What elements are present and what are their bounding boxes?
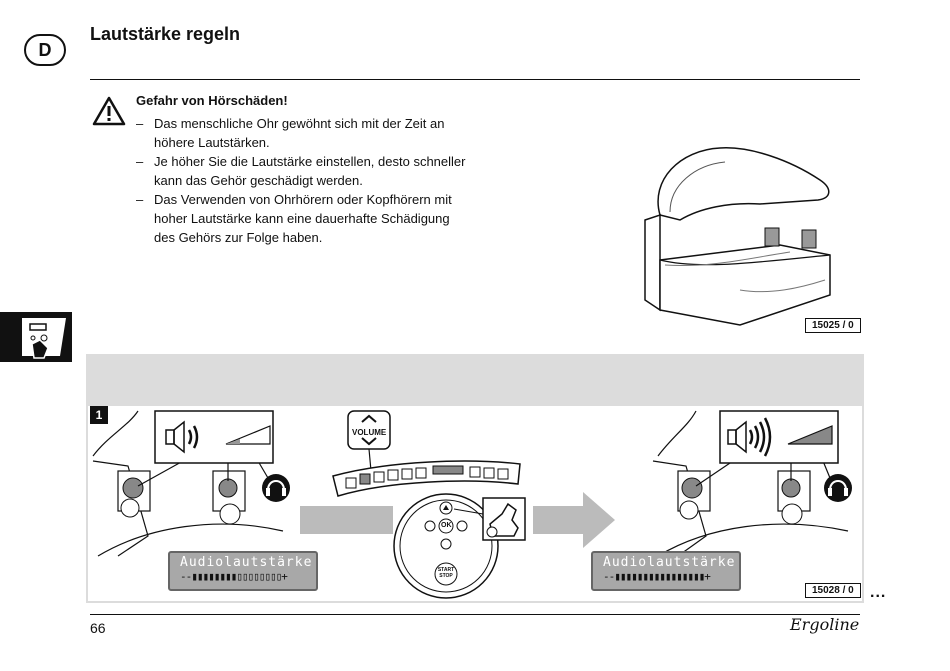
bullet-dash: – bbox=[136, 116, 144, 131]
warning-bullet: – Das menschliche Ohr gewöhnt sich mit d… bbox=[136, 114, 476, 152]
lcd-volume-bar: --▮▮▮▮▮▮▮▮▯▯▯▯▯▯▯▯+ bbox=[180, 570, 288, 583]
stop-label: STOP bbox=[439, 573, 453, 579]
ok-button-label: OK bbox=[441, 522, 452, 529]
start-stop-button-label: START STOP bbox=[437, 567, 455, 579]
volume-step-illustration bbox=[92, 410, 852, 599]
warning-bullet: – Je höher Sie die Lautstärke einstellen… bbox=[136, 152, 476, 190]
continued-marker: ... bbox=[870, 584, 887, 601]
figure-header-band bbox=[86, 354, 864, 406]
page-number: 66 bbox=[90, 620, 106, 636]
lcd-title: Audiolautstärke bbox=[603, 555, 736, 570]
footer-rule bbox=[90, 614, 860, 615]
volume-button-label: VOLUME bbox=[352, 428, 387, 437]
bullet-text: Das Verwenden von Ohrhörern oder Kopfhör… bbox=[154, 192, 452, 245]
lcd-volume-bar: --▮▮▮▮▮▮▮▮▮▮▮▮▮▮▮▮+ bbox=[603, 570, 711, 583]
header-rule bbox=[90, 79, 860, 80]
warning-triangle-icon bbox=[92, 96, 126, 126]
bullet-text: Das menschliche Ohr gewöhnt sich mit der… bbox=[154, 116, 445, 150]
lcd-display-right: Audiolautstärke --▮▮▮▮▮▮▮▮▮▮▮▮▮▮▮▮+ bbox=[591, 551, 741, 591]
sunbed-illustration bbox=[644, 147, 831, 326]
figure-number: 15028 / 0 bbox=[805, 583, 861, 598]
warning-heading: Gefahr von Hörschäden! bbox=[136, 93, 288, 108]
bullet-dash: – bbox=[136, 192, 144, 207]
language-code: D bbox=[38, 39, 52, 60]
chapter-tab bbox=[0, 312, 72, 362]
bullet-dash: – bbox=[136, 154, 144, 169]
step-number: 1 bbox=[90, 406, 108, 424]
control-panel-hand-icon bbox=[22, 318, 66, 359]
warning-bullet: – Das Verwenden von Ohrhörern oder Kopfh… bbox=[136, 190, 476, 247]
lcd-title: Audiolautstärke bbox=[180, 555, 313, 570]
start-label: START bbox=[437, 567, 455, 573]
lcd-display-left: Audiolautstärke --▮▮▮▮▮▮▮▮▯▯▯▯▯▯▯▯+ bbox=[168, 551, 318, 591]
language-badge: D bbox=[24, 34, 66, 66]
page-title: Lautstärke regeln bbox=[90, 24, 241, 44]
figure-number: 15025 / 0 bbox=[805, 318, 861, 333]
brand-logo: Ergoline bbox=[790, 615, 860, 634]
bullet-text: Je höher Sie die Lautstärke einstellen, … bbox=[154, 154, 466, 188]
